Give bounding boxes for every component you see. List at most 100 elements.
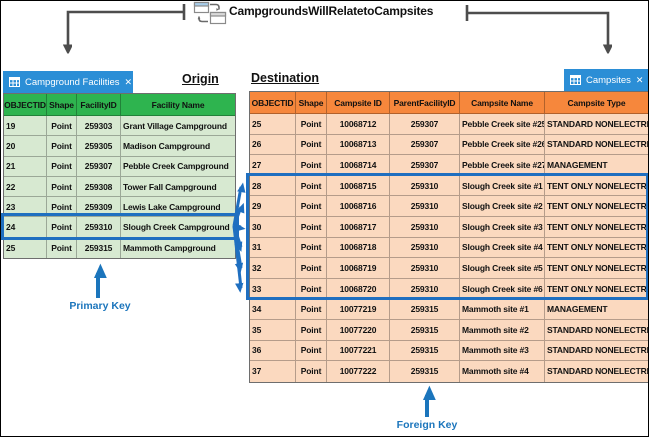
table-cell: Point [47,237,77,259]
foreign-key-label: Foreign Key [396,419,458,431]
table-cell: 10068713 [327,134,390,156]
table-cell: Mammoth site #1 [460,299,545,320]
table-cell: Point [296,278,327,300]
table-cell: 10077222 [327,361,390,382]
table-cell: STANDARD NONELECTRIC [545,135,648,156]
table-cell: 10068714 [327,155,390,176]
table-cell: MANAGEMENT [545,155,648,176]
table-cell: Grant Village Campground [121,116,235,137]
relate-tables-icon [193,1,227,25]
table-cell: Slough Creek site #4 [460,237,545,259]
column-header[interactable]: OBJECTID [4,94,47,116]
column-header[interactable]: Shape [47,94,77,116]
table-cell: 10077220 [327,319,390,341]
column-header[interactable]: FacilityID [77,94,121,116]
table-cell: 259308 [77,176,121,198]
table-cell: 10068720 [327,278,390,300]
column-header[interactable]: ParentFacilityID [390,92,460,114]
table-cell: 259310 [77,217,121,238]
table-cell: Point [296,114,327,135]
table-cell: 259310 [390,196,460,217]
table-cell: Point [296,134,327,156]
table-cell: 259315 [77,237,121,259]
table-cell: 259309 [77,197,121,218]
table-cell: Tower Fall Campground [121,177,235,198]
tab-campsites[interactable]: Campsites ✕ [564,69,648,91]
table-cell: 10068719 [327,258,390,279]
table-cell: 26 [250,134,296,156]
column-header[interactable]: Campsite Name [460,92,545,114]
table-cell: 33 [250,278,296,300]
table-cell: 259315 [390,361,460,382]
table-cell: 10077221 [327,340,390,362]
table-cell: 259315 [390,299,460,320]
close-icon[interactable]: ✕ [124,76,133,87]
table-cell: 10068712 [327,114,390,135]
destination-label: Destination [251,71,320,85]
column-header[interactable]: OBJECTID [250,92,296,114]
table-cell: 24 [4,217,47,238]
column-header[interactable]: Campsite Type [545,92,648,114]
column-header[interactable]: Campsite ID [327,92,390,114]
table-cell: Point [296,237,327,259]
table-cell: 259307 [390,114,460,135]
table-cell: Mammoth Campground [123,242,216,253]
table-cell: Point [47,176,77,198]
table-cell: 31 [250,237,296,259]
table-cell: STANDARD NONELECTRIC [545,341,648,362]
table-cell: 259303 [77,116,121,137]
table-cell: Mammoth site #2 [460,319,545,341]
table-cell: 30 [250,216,296,238]
table-cell: Point [296,340,327,362]
table-cell: 25 [4,237,47,259]
table-cell: 36 [250,340,296,362]
table-cell: TENT ONLY NONELECTRIC [545,176,648,197]
table-cell: Point [296,299,327,320]
table-cell: 259310 [390,175,460,197]
table-cell: Pebble Creek site #26 [460,134,545,156]
table-cell: 25 [250,114,296,135]
table-cell: 259310 [390,258,460,279]
table-cell: Point [296,319,327,341]
table-cell: 27 [250,155,296,176]
column-header[interactable]: Facility Name [121,94,235,116]
table-cell: 259307 [390,155,460,176]
table-cell: Point [47,156,77,177]
table-cell: TENT ONLY NONELECTRIC [545,258,648,279]
close-icon[interactable]: ✕ [635,74,644,85]
tab-campground-facilities[interactable]: Campground Facilities ✕ [3,71,133,93]
table-cell: Pebble Creek site #25 [460,114,545,135]
table-cell: 259305 [77,136,121,157]
table-cell: Point [47,197,77,218]
table-cell: Point [47,217,77,238]
table-cell: 259315 [390,340,460,362]
table-cell: 23 [4,197,47,218]
column-header[interactable]: Shape [296,92,327,114]
